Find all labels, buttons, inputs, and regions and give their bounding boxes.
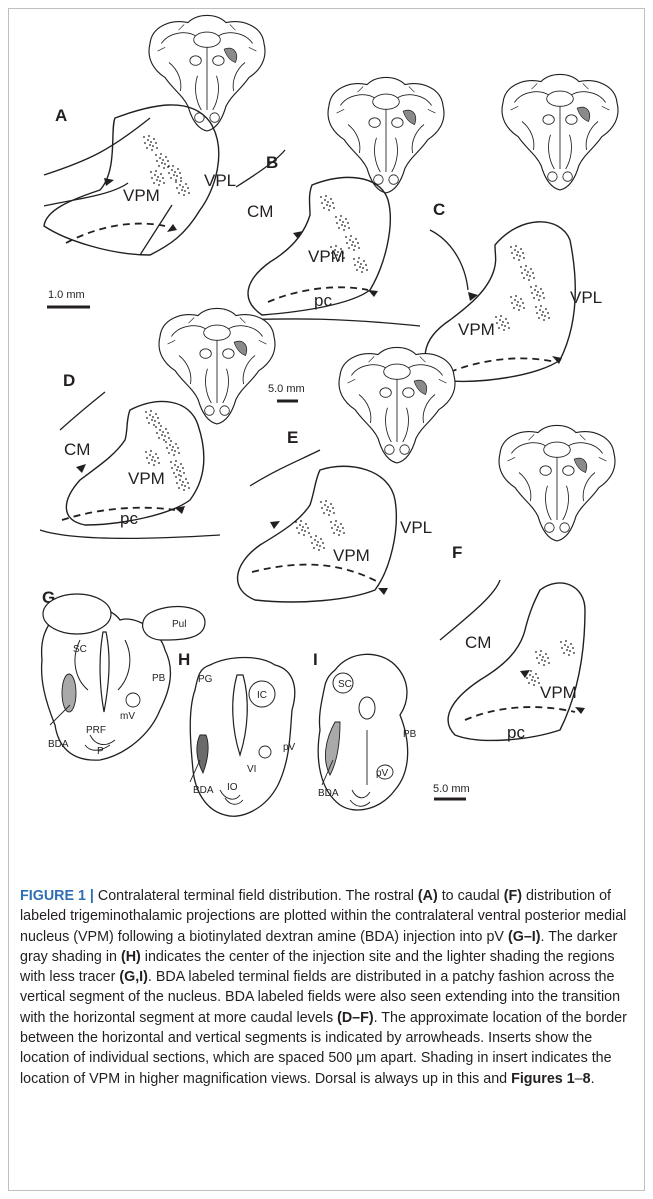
insert-f (499, 425, 615, 540)
panel-g-p: P (97, 746, 104, 757)
panel-b: B CM VPM pc (232, 77, 444, 326)
caption-ref: (F) (504, 888, 522, 904)
panel-c-vpm: VPM (458, 320, 495, 339)
panel-f-pc: pc (507, 723, 525, 742)
panel-a-label: A (55, 106, 67, 125)
panel-h: H PG IC pV VI IO BDA (178, 650, 296, 816)
insert-e (339, 347, 455, 462)
panel-f: F CM VPM pc (440, 425, 615, 742)
caption-ref: (A) (418, 888, 438, 904)
panel-i-label: I (313, 650, 318, 669)
panel-h-vi: VI (247, 764, 256, 775)
panel-d-pc: pc (120, 509, 138, 528)
scale-bar-insert-label: 5.0 mm (268, 383, 305, 395)
panel-d-cm: CM (64, 440, 90, 459)
caption-text: to caudal (438, 888, 504, 904)
panel-g-pul: Pul (172, 619, 186, 630)
panel-f-vpm: VPM (540, 683, 577, 702)
panel-c: C VPL VPM (425, 74, 618, 381)
figure-caption: FIGURE 1 | Contralateral terminal field … (20, 886, 632, 1089)
panel-e-label: E (287, 428, 298, 447)
caption-ref: (H) (121, 949, 141, 965)
panel-e-vpm: VPM (333, 546, 370, 565)
panel-d: 5.0 mm D CM VPM pc (40, 308, 305, 538)
panel-h-ic: IC (257, 690, 267, 701)
panel-f-label: F (452, 543, 462, 562)
panel-g: G Pul SC PB mV PRF P BDA (42, 588, 205, 760)
panel-c-vpl: VPL (570, 288, 602, 307)
panel-g-prf: PRF (86, 725, 106, 736)
caption-text: . (591, 1071, 595, 1087)
caption-ref: (G–I) (508, 929, 541, 945)
panel-g-pb: PB (152, 673, 166, 684)
panel-h-bda: BDA (193, 785, 214, 796)
panel-e-vpl: VPL (400, 518, 432, 537)
panel-f-cm: CM (465, 633, 491, 652)
panel-i-pv: pV (376, 768, 389, 779)
panel-h-pg: PG (198, 674, 213, 685)
panel-h-io: IO (227, 782, 238, 793)
caption-figure-link[interactable]: Figures 1 (511, 1071, 575, 1087)
panel-a-vpm: VPM (123, 186, 160, 205)
scale-bar-brainstem-label: 5.0 mm (433, 783, 470, 795)
insert-c (502, 74, 618, 189)
figure-illustration: A VPM VPL 1.0 mm B CM VPM pc (0, 0, 653, 880)
panel-g-bda: BDA (48, 739, 69, 750)
panel-i-sc: SC (338, 679, 352, 690)
panel-g-sc: SC (73, 644, 87, 655)
caption-title: FIGURE 1 | (20, 888, 98, 904)
insert-b (328, 77, 444, 192)
caption-text: – (575, 1071, 583, 1087)
panel-b-vpm: VPM (308, 247, 345, 266)
panel-b-pc: pc (314, 291, 332, 310)
panel-i-bda: BDA (318, 788, 339, 799)
caption-text: Contralateral terminal field distributio… (98, 888, 418, 904)
caption-ref: (D–F) (337, 1010, 374, 1026)
panel-h-pv: pV (283, 742, 296, 753)
panel-a-vpl: VPL (204, 171, 236, 190)
insert-d (159, 308, 275, 423)
caption-figure-link[interactable]: 8 (583, 1071, 591, 1087)
panel-b-cm: CM (247, 202, 273, 221)
panel-g-mv: mV (120, 711, 135, 722)
panel-i: I SC PB pV BDA 5.0 mm (313, 650, 470, 810)
scale-bar-small-label: 1.0 mm (48, 289, 85, 301)
panel-d-label: D (63, 371, 75, 390)
panel-i-pb: PB (403, 729, 417, 740)
panel-d-vpm: VPM (128, 469, 165, 488)
caption-ref: (G,I) (119, 969, 148, 985)
insert-a (149, 15, 265, 130)
panel-c-label: C (433, 200, 445, 219)
panel-h-label: H (178, 650, 190, 669)
panel-a: A VPM VPL 1.0 mm (44, 15, 265, 307)
